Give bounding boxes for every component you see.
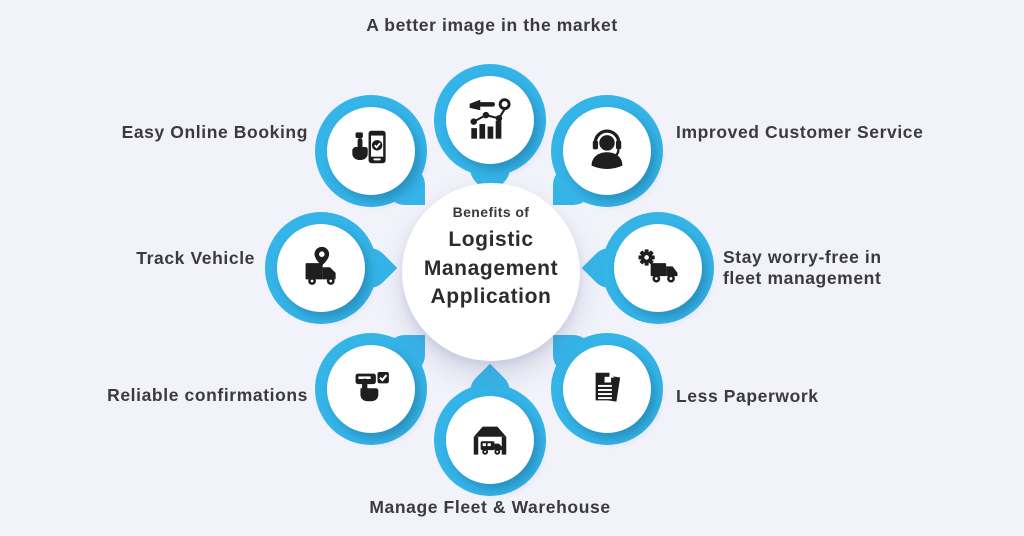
truck-location-icon	[295, 242, 347, 294]
center-text-block: Benefits of Logistic Management Applicat…	[424, 204, 558, 313]
benefit-node-less-paperwork	[551, 333, 663, 445]
documents-icon	[581, 363, 633, 415]
icon-bubble	[327, 345, 415, 433]
icon-bubble	[327, 107, 415, 195]
benefit-label-reliable-confirmations: Reliable confirmations	[107, 385, 308, 405]
benefit-label-fleet-warehouse: Manage Fleet & Warehouse	[369, 497, 611, 517]
confirm-click-icon	[345, 363, 397, 415]
icon-bubble	[614, 224, 702, 312]
center-subtitle: Benefits of	[452, 203, 530, 220]
benefit-node-fleet-management	[581, 212, 714, 324]
benefit-label-less-paperwork: Less Paperwork	[676, 386, 819, 406]
center-title: Logistic Management Application	[423, 227, 559, 309]
benefit-label-fleet-management: Stay worry-free in fleet management	[723, 247, 882, 288]
headset-agent-icon	[581, 125, 633, 177]
truck-gear-icon	[632, 242, 684, 294]
growth-chart-icon	[464, 94, 516, 146]
benefit-label-easy-booking: Easy Online Booking	[121, 122, 308, 142]
icon-bubble	[446, 396, 534, 484]
icon-bubble	[277, 224, 365, 312]
icon-bubble	[563, 107, 651, 195]
warehouse-truck-icon	[464, 414, 516, 466]
benefit-node-reliable-confirmations	[315, 333, 427, 445]
benefit-node-fleet-warehouse	[434, 363, 546, 496]
phone-booking-icon	[345, 125, 397, 177]
benefit-label-customer-service: Improved Customer Service	[676, 122, 924, 142]
benefit-node-market-image	[434, 64, 546, 197]
icon-bubble	[563, 345, 651, 433]
benefit-node-customer-service	[551, 95, 663, 207]
center-circle: Benefits of Logistic Management Applicat…	[402, 183, 580, 361]
benefit-label-market-image: A better image in the market	[366, 15, 618, 35]
benefit-label-track-vehicle: Track Vehicle	[136, 248, 255, 268]
benefit-node-easy-booking	[315, 95, 427, 207]
benefit-node-track-vehicle	[265, 212, 398, 324]
icon-bubble	[446, 76, 534, 164]
